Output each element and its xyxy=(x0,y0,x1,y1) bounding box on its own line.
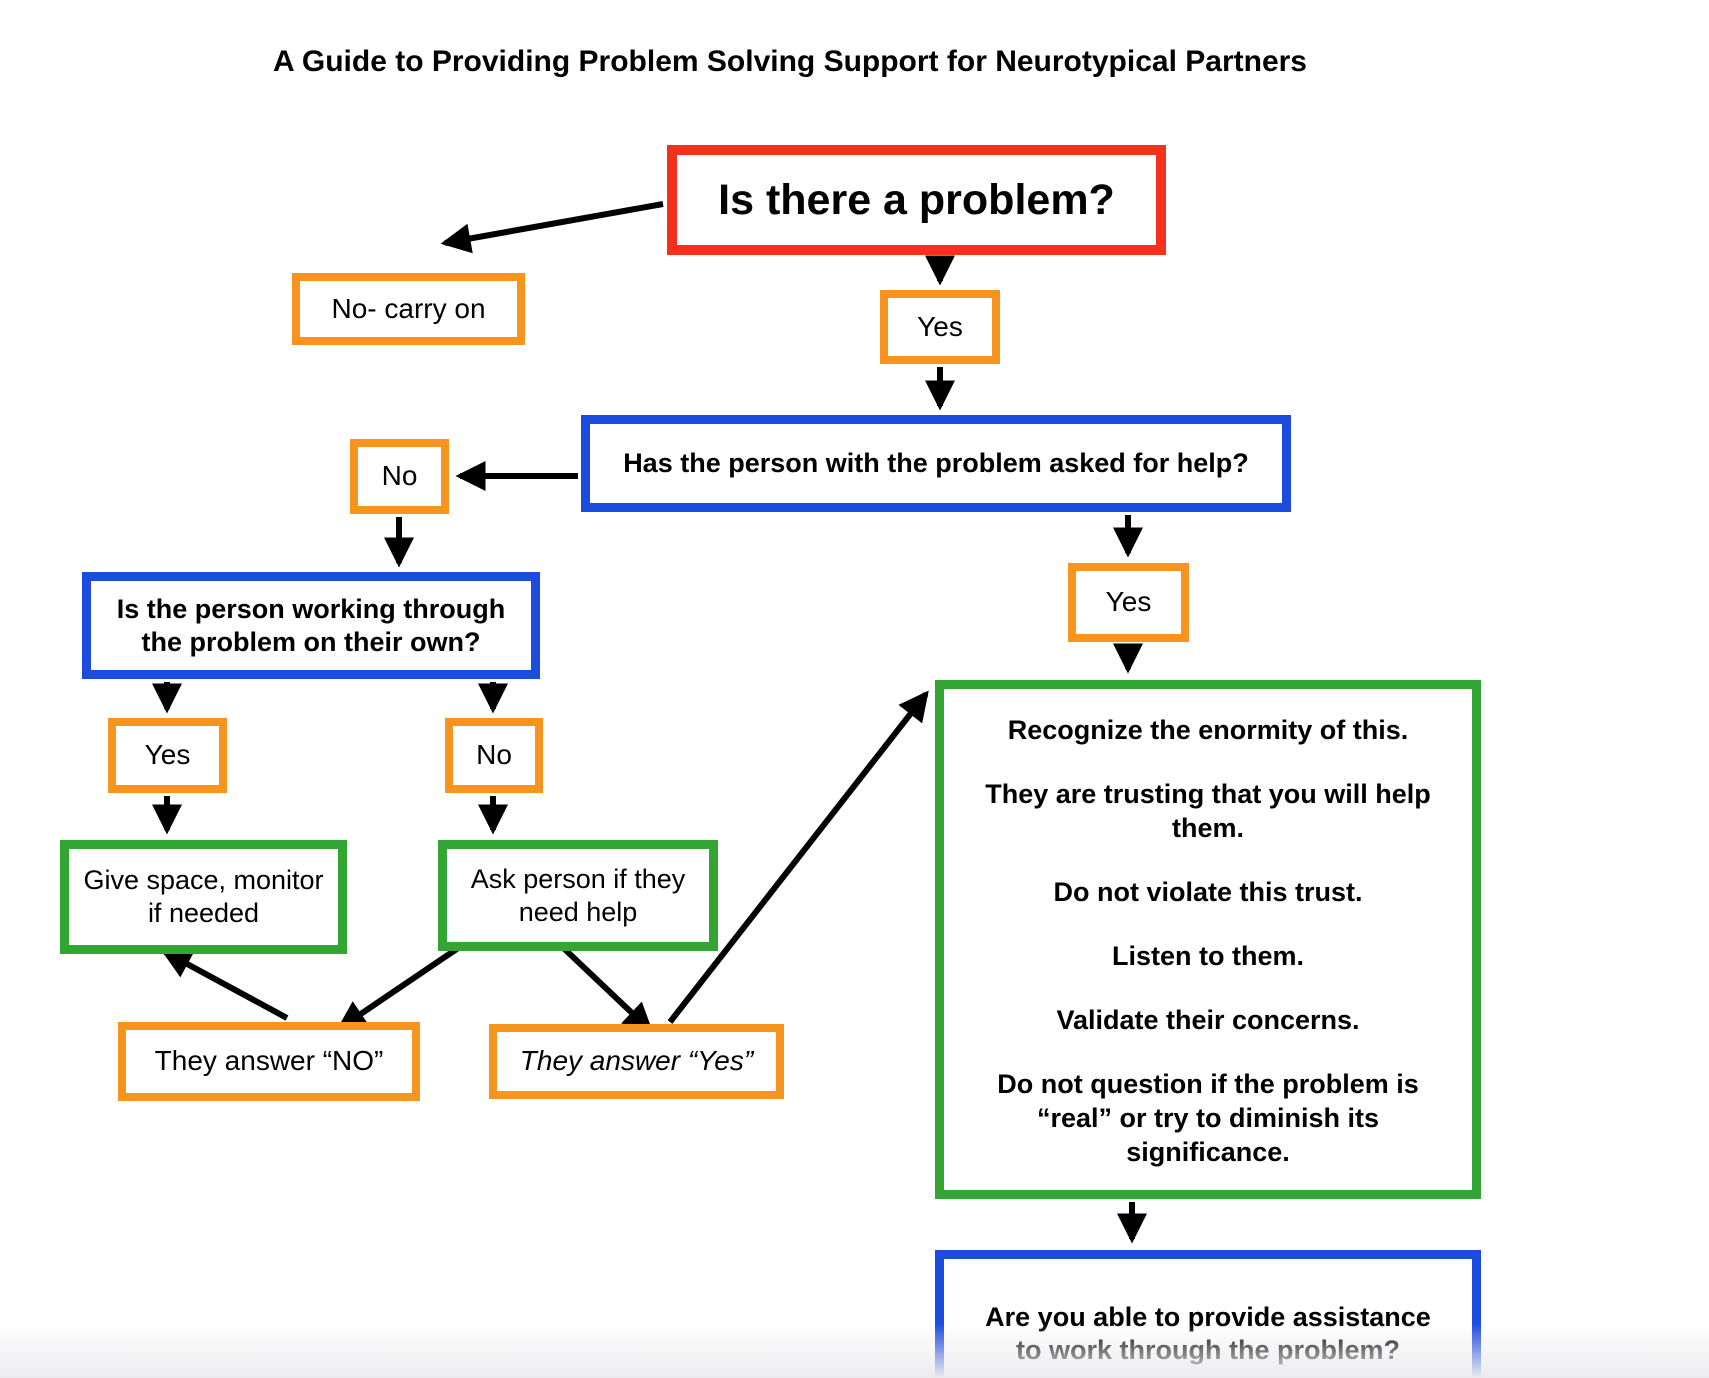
guidance-recognize-p6: Do not question if the problem is “real”… xyxy=(997,1069,1419,1168)
action-give-space-line2: if needed xyxy=(147,898,260,928)
action-give-space: Give space, monitor if needed xyxy=(60,840,347,954)
decision-working-line2: the problem on their own? xyxy=(141,626,481,657)
branch-working-yes-label: Yes xyxy=(144,739,191,771)
branch-working-no: No xyxy=(445,718,543,793)
branch-asked-yes: Yes xyxy=(1068,563,1189,642)
decision-asked-for-help-label: Has the person with the problem asked fo… xyxy=(623,448,1249,479)
decision-asked-for-help: Has the person with the problem asked fo… xyxy=(581,415,1291,512)
result-they-answer-yes: They answer “Yes” xyxy=(489,1024,784,1099)
outcome-no-carry-on: No- carry on xyxy=(292,273,525,345)
arrow-ask-person-to-answer-no xyxy=(336,937,472,1031)
guidance-recognize-p5: Validate their concerns. xyxy=(1056,1005,1360,1036)
branch-working-yes: Yes xyxy=(108,718,227,793)
branch-not-asked-label: No xyxy=(381,460,418,492)
result-they-answer-yes-label: They answer “Yes” xyxy=(519,1045,754,1077)
arrow-ask-person-to-answer-yes xyxy=(552,937,654,1034)
action-ask-person-line1: Ask person if they xyxy=(470,863,686,894)
action-ask-person-line2: need help xyxy=(518,896,638,927)
result-they-answer-no: They answer “NO” xyxy=(118,1022,420,1101)
branch-asked-yes-label: Yes xyxy=(1105,586,1152,618)
decision-is-there-a-problem-label: Is there a problem? xyxy=(718,175,1115,224)
branch-working-no-label: No xyxy=(476,739,512,771)
decision-is-there-a-problem: Is there a problem? xyxy=(667,145,1166,255)
arrow-answer-no-to-give-space xyxy=(161,949,289,1021)
page-title: A Guide to Providing Problem Solving Sup… xyxy=(272,45,1307,78)
action-give-space-line1: Give space, monitor xyxy=(83,865,324,896)
decision-working-through-own: Is the person working through the proble… xyxy=(82,572,540,679)
guidance-recognize-p3: Do not violate this trust. xyxy=(1053,877,1363,908)
branch-not-asked: No xyxy=(350,439,449,514)
branch-yes-problem: Yes xyxy=(880,290,1000,364)
guidance-recognize-p2: They are trusting that you will help the… xyxy=(985,779,1431,844)
decision-working-line1: Is the person working through xyxy=(116,593,506,624)
guidance-recognize-p1: Recognize the enormity of this. xyxy=(1007,715,1409,745)
page-bottom-fade xyxy=(0,1323,1709,1378)
branch-yes-problem-label: Yes xyxy=(917,310,963,342)
arrow-problem-to-no-carry-on xyxy=(440,201,664,254)
guidance-recognize-enormity: Recognize the enormity of this. They are… xyxy=(935,680,1481,1199)
guidance-recognize-p4: Listen to them. xyxy=(1111,941,1304,972)
result-they-answer-no-label: They answer “NO” xyxy=(154,1045,384,1077)
outcome-no-carry-on-label: No- carry on xyxy=(331,292,486,324)
action-ask-person: Ask person if they need help xyxy=(438,840,718,951)
